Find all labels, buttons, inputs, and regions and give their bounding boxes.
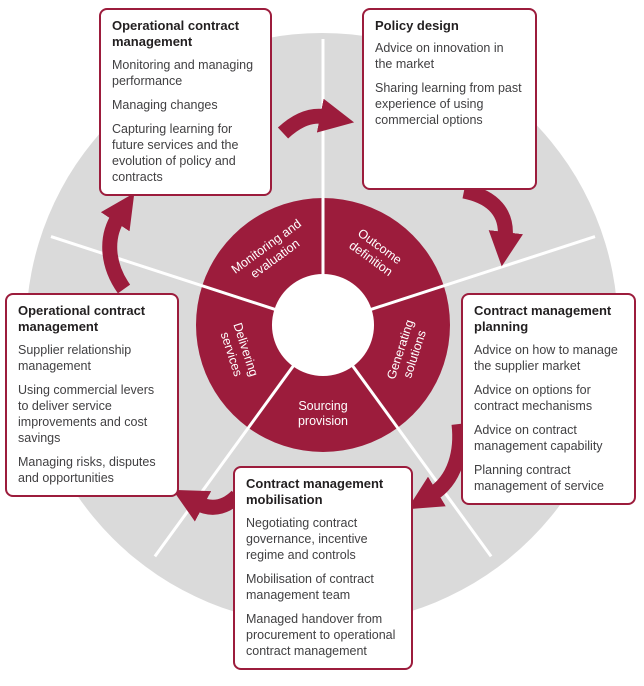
wheel-segment-monitoring-evaluation [202, 198, 323, 310]
card-item: Planning contract management of service [474, 462, 604, 493]
card-item: Advice on how to manage the supplier mar… [474, 342, 618, 373]
card-item: Managing risks, disputes and opportuniti… [18, 454, 156, 485]
wheel-label-line: provision [298, 414, 348, 428]
wheel-segment-sourcing-provision [248, 366, 398, 452]
card-item: Managed handover from procurement to ope… [246, 611, 396, 658]
card-item: Monitoring and managing performance [112, 57, 254, 88]
card-title: Policy design [375, 18, 459, 33]
card-item: Advice on contract management capability [474, 422, 603, 453]
wheel-label-sourcing-provision: Sourcing provision [298, 399, 348, 428]
card-item: Managing changes [112, 97, 218, 112]
card-item: Advice on innovation in the market [375, 41, 504, 72]
card-policy-design: Policy design Advice on innovation in th… [362, 8, 537, 190]
card-contract-management-mobilisation: Contract management mobilisation Negotia… [233, 466, 413, 670]
wheel-hub [270, 272, 376, 378]
wheel-segment-delivering-services [196, 285, 293, 428]
card-operational-contract-management-top: Operational contract management Monitori… [99, 8, 272, 196]
card-title: Contract management planning [474, 303, 612, 335]
card-title: Contract management mobilisation [246, 476, 384, 508]
card-title: Operational contract management [18, 303, 146, 335]
card-operational-contract-management-left: Operational contract management Supplier… [5, 293, 179, 497]
cycle-arrow-left [100, 193, 135, 294]
card-item: Mobilisation of contract management team [246, 571, 374, 602]
cycle-arrow-right [462, 183, 523, 267]
card-item: Negotiating contract governance, incenti… [246, 515, 368, 562]
cycle-arrow-bottom-right [407, 423, 468, 510]
card-item: Sharing learning from past experience of… [375, 81, 522, 128]
card-title: Operational contract management [112, 18, 240, 50]
card-item: Supplier relationship management [18, 342, 132, 373]
card-item: Using commercial levers to deliver servi… [18, 382, 155, 445]
wheel-segment-outcome-definition [323, 198, 444, 310]
card-item: Capturing learning for future services a… [112, 121, 239, 184]
wheel-segment-generating-solutions [353, 285, 450, 428]
card-item: Advice on options for contract mechanism… [474, 382, 593, 413]
wheel-label-line: Sourcing [298, 399, 347, 413]
cycle-arrow-top [277, 98, 355, 139]
card-contract-management-planning: Contract management planning Advice on h… [461, 293, 636, 505]
sector-dividers [50, 39, 596, 558]
